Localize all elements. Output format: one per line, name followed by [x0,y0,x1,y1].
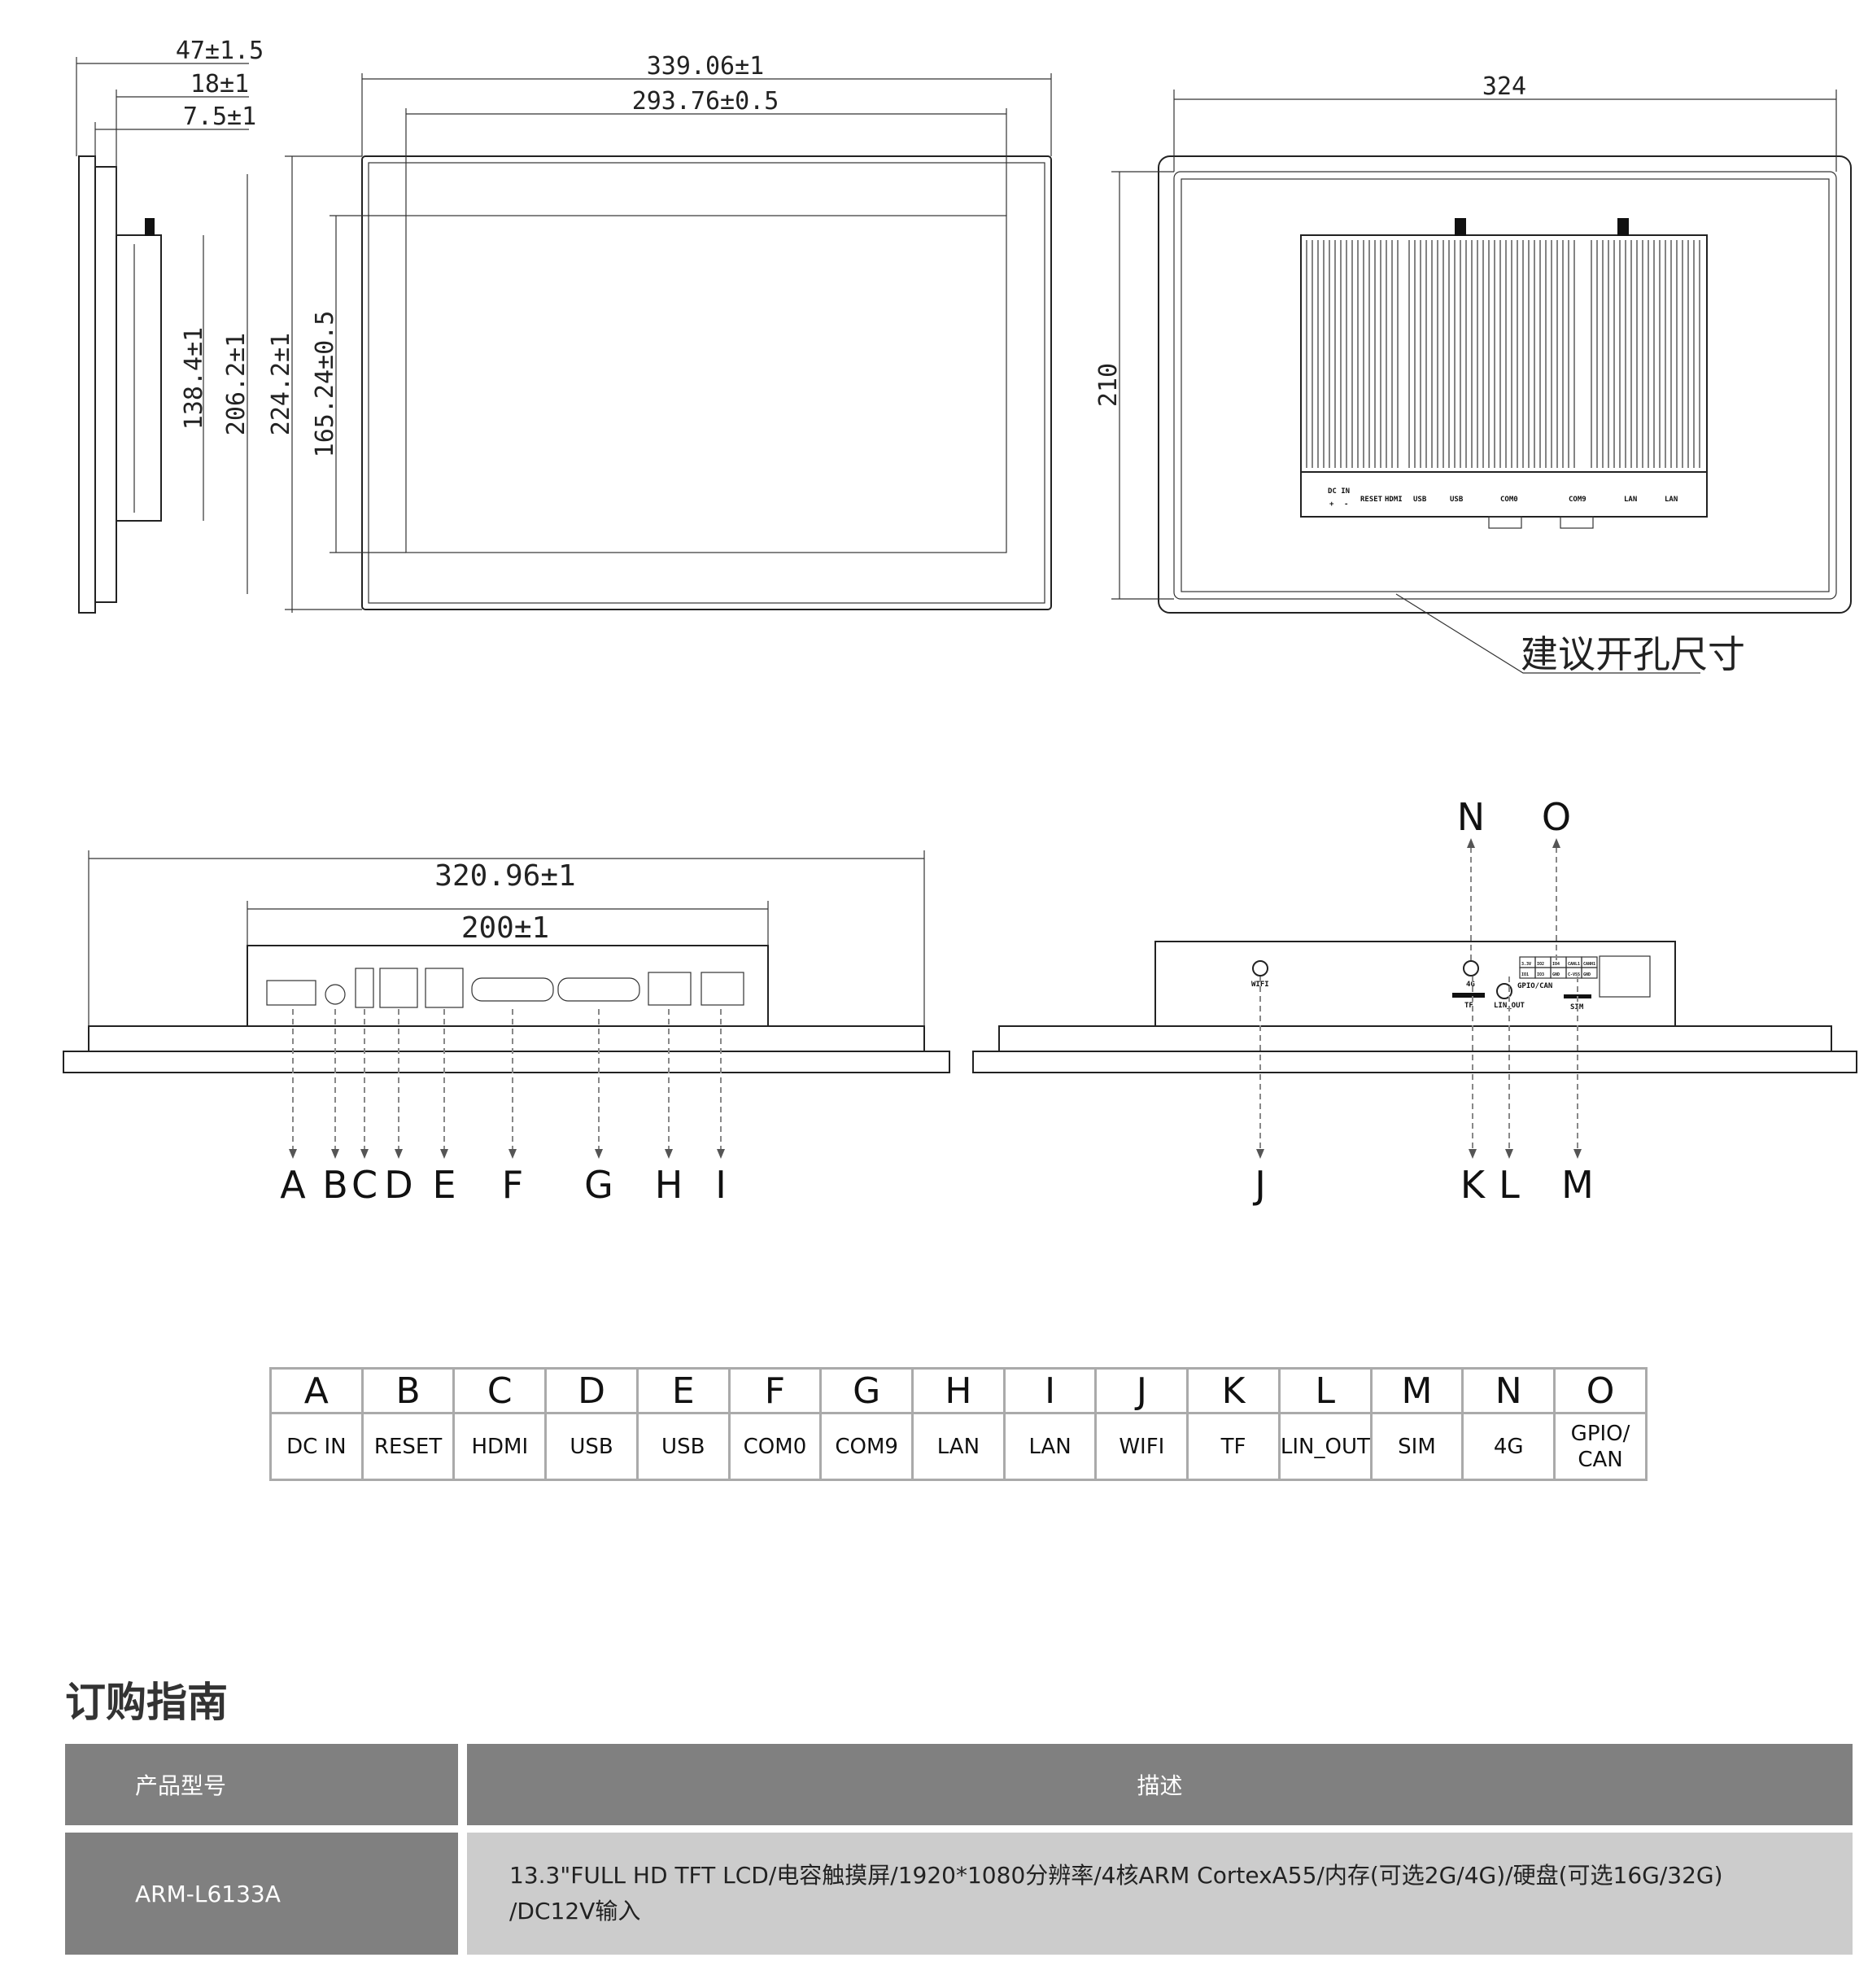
model-cell: ARM-L6133A [65,1833,458,1955]
port-callout: F [502,1163,523,1207]
port-name: GPIO/ CAN [1553,1412,1648,1481]
port-name: COM0 [727,1412,823,1481]
label-tf: TF [1464,1002,1473,1010]
side-view: 47±1.5 18±1 7.5±1 138.4±1 206.2±1 224.2±… [76,37,339,614]
port-name: LIN_OUT [1277,1412,1373,1481]
port-callout: M [1561,1163,1594,1207]
port-letter: I [1002,1367,1098,1414]
back-view: DC IN + - RESET HDMI USB USB COM0 COM9 L… [1094,72,1852,676]
gpio-cell: IO3 [1537,972,1544,977]
header-model: 产品型号 [65,1744,458,1825]
dim-bezel: 7.5±1 [183,103,256,131]
port-letter: B [360,1367,456,1414]
port-callout: J [1252,1163,1266,1207]
dim-cutout-w: 324 [1482,72,1526,101]
ordering-title: 订购指南 [65,1679,228,1726]
label-usb2: USB [1450,496,1464,504]
dim-h-inner: 165.24±0.5 [311,311,339,458]
port-letter: L [1277,1367,1373,1414]
dim-box-w: 200±1 [461,911,549,945]
gpio-cell: CANL1 [1568,962,1580,967]
dim-body: 18±1 [190,70,249,98]
gpio-cell: GND [1552,972,1560,977]
port-name: LAN [1002,1412,1098,1481]
gpio-cell: 3.3V [1521,962,1531,967]
label-com9: COM9 [1569,496,1586,504]
port-callout: K [1460,1163,1486,1207]
header-desc: 描述 [467,1744,1853,1825]
dim-h1: 138.4±1 [180,327,208,430]
front-view: 339.06±1 293.76±0.5 [285,52,1052,610]
port-letter: D [544,1367,639,1414]
label-com0: COM0 [1500,496,1518,504]
port-name: DC IN [269,1412,364,1481]
port-callout: C [351,1163,378,1207]
dim-bottom-w: 320.96±1 [434,859,575,893]
label-plus: + [1329,500,1334,509]
port-name: COM9 [819,1412,914,1481]
port-callout: E [432,1163,456,1207]
port-callout: D [384,1163,412,1207]
gpio-cell: IO1 [1521,972,1529,977]
label-reset: RESET [1360,496,1383,504]
port-letter: O [1553,1367,1648,1414]
gpio-cell: C-VSS [1568,972,1580,977]
port-name: USB [544,1412,639,1481]
port-name: HDMI [452,1412,548,1481]
desc-line-2: /DC12V输入 [509,1898,641,1925]
desc-line-1: 13.3"FULL HD TFT LCD/电容触摸屏/1920*1080分辨率/… [509,1862,1723,1889]
port-name: RESET [360,1412,456,1481]
port-callout: A [280,1163,306,1207]
port-callout: H [655,1163,683,1207]
port-callout: G [584,1163,613,1207]
port-letter: A [269,1367,364,1414]
dim-depth: 47±1.5 [176,37,264,65]
port-letter: F [727,1367,823,1414]
gpio-cell: CANH1 [1583,962,1595,967]
dim-cutout-h: 210 [1094,363,1123,407]
label-dc-in: DC IN [1328,487,1350,496]
port-letter: C [452,1367,548,1414]
label-hdmi: HDMI [1385,496,1403,504]
gpio-cell: IO4 [1552,962,1560,967]
label-minus: - [1344,500,1348,509]
port-name: LAN [911,1412,1006,1481]
port-name: USB [635,1412,731,1481]
port-name: SIM [1369,1412,1464,1481]
gpio-cell: IO2 [1537,962,1544,967]
port-name: TF [1186,1412,1281,1481]
port-callout: B [322,1163,348,1207]
dim-front-inner: 293.76±0.5 [632,87,779,116]
port-letter: H [911,1367,1006,1414]
port-callout: L [1499,1163,1520,1207]
gpio-cell: GND [1583,972,1591,977]
label-lan2: LAN [1665,496,1678,504]
port-letter: M [1369,1367,1464,1414]
port-letter: J [1094,1367,1189,1414]
dim-h2: 206.2±1 [222,333,251,435]
port-name: WIFI [1094,1412,1189,1481]
label-usb1: USB [1413,496,1427,504]
desc-cell: 13.3"FULL HD TFT LCD/电容触摸屏/1920*1080分辨率/… [467,1833,1853,1955]
cutout-note: 建议开孔尺寸 [1521,632,1745,676]
dim-h-outer: 224.2±1 [267,333,295,435]
label-wifi: WIFI [1251,981,1269,989]
dim-front-outer: 339.06±1 [647,52,765,81]
port-letter: G [819,1367,914,1414]
port-callout: N [1457,795,1485,839]
port-callout: O [1542,795,1571,839]
port-name: 4G [1461,1412,1556,1481]
label-lan1: LAN [1624,496,1637,504]
label-gpio: GPIO/CAN [1517,982,1552,990]
port-letter: N [1461,1367,1556,1414]
label-4g: 4G [1466,981,1475,989]
port-letter: K [1186,1367,1281,1414]
port-letter: E [635,1367,731,1414]
port-callout: I [715,1163,727,1207]
